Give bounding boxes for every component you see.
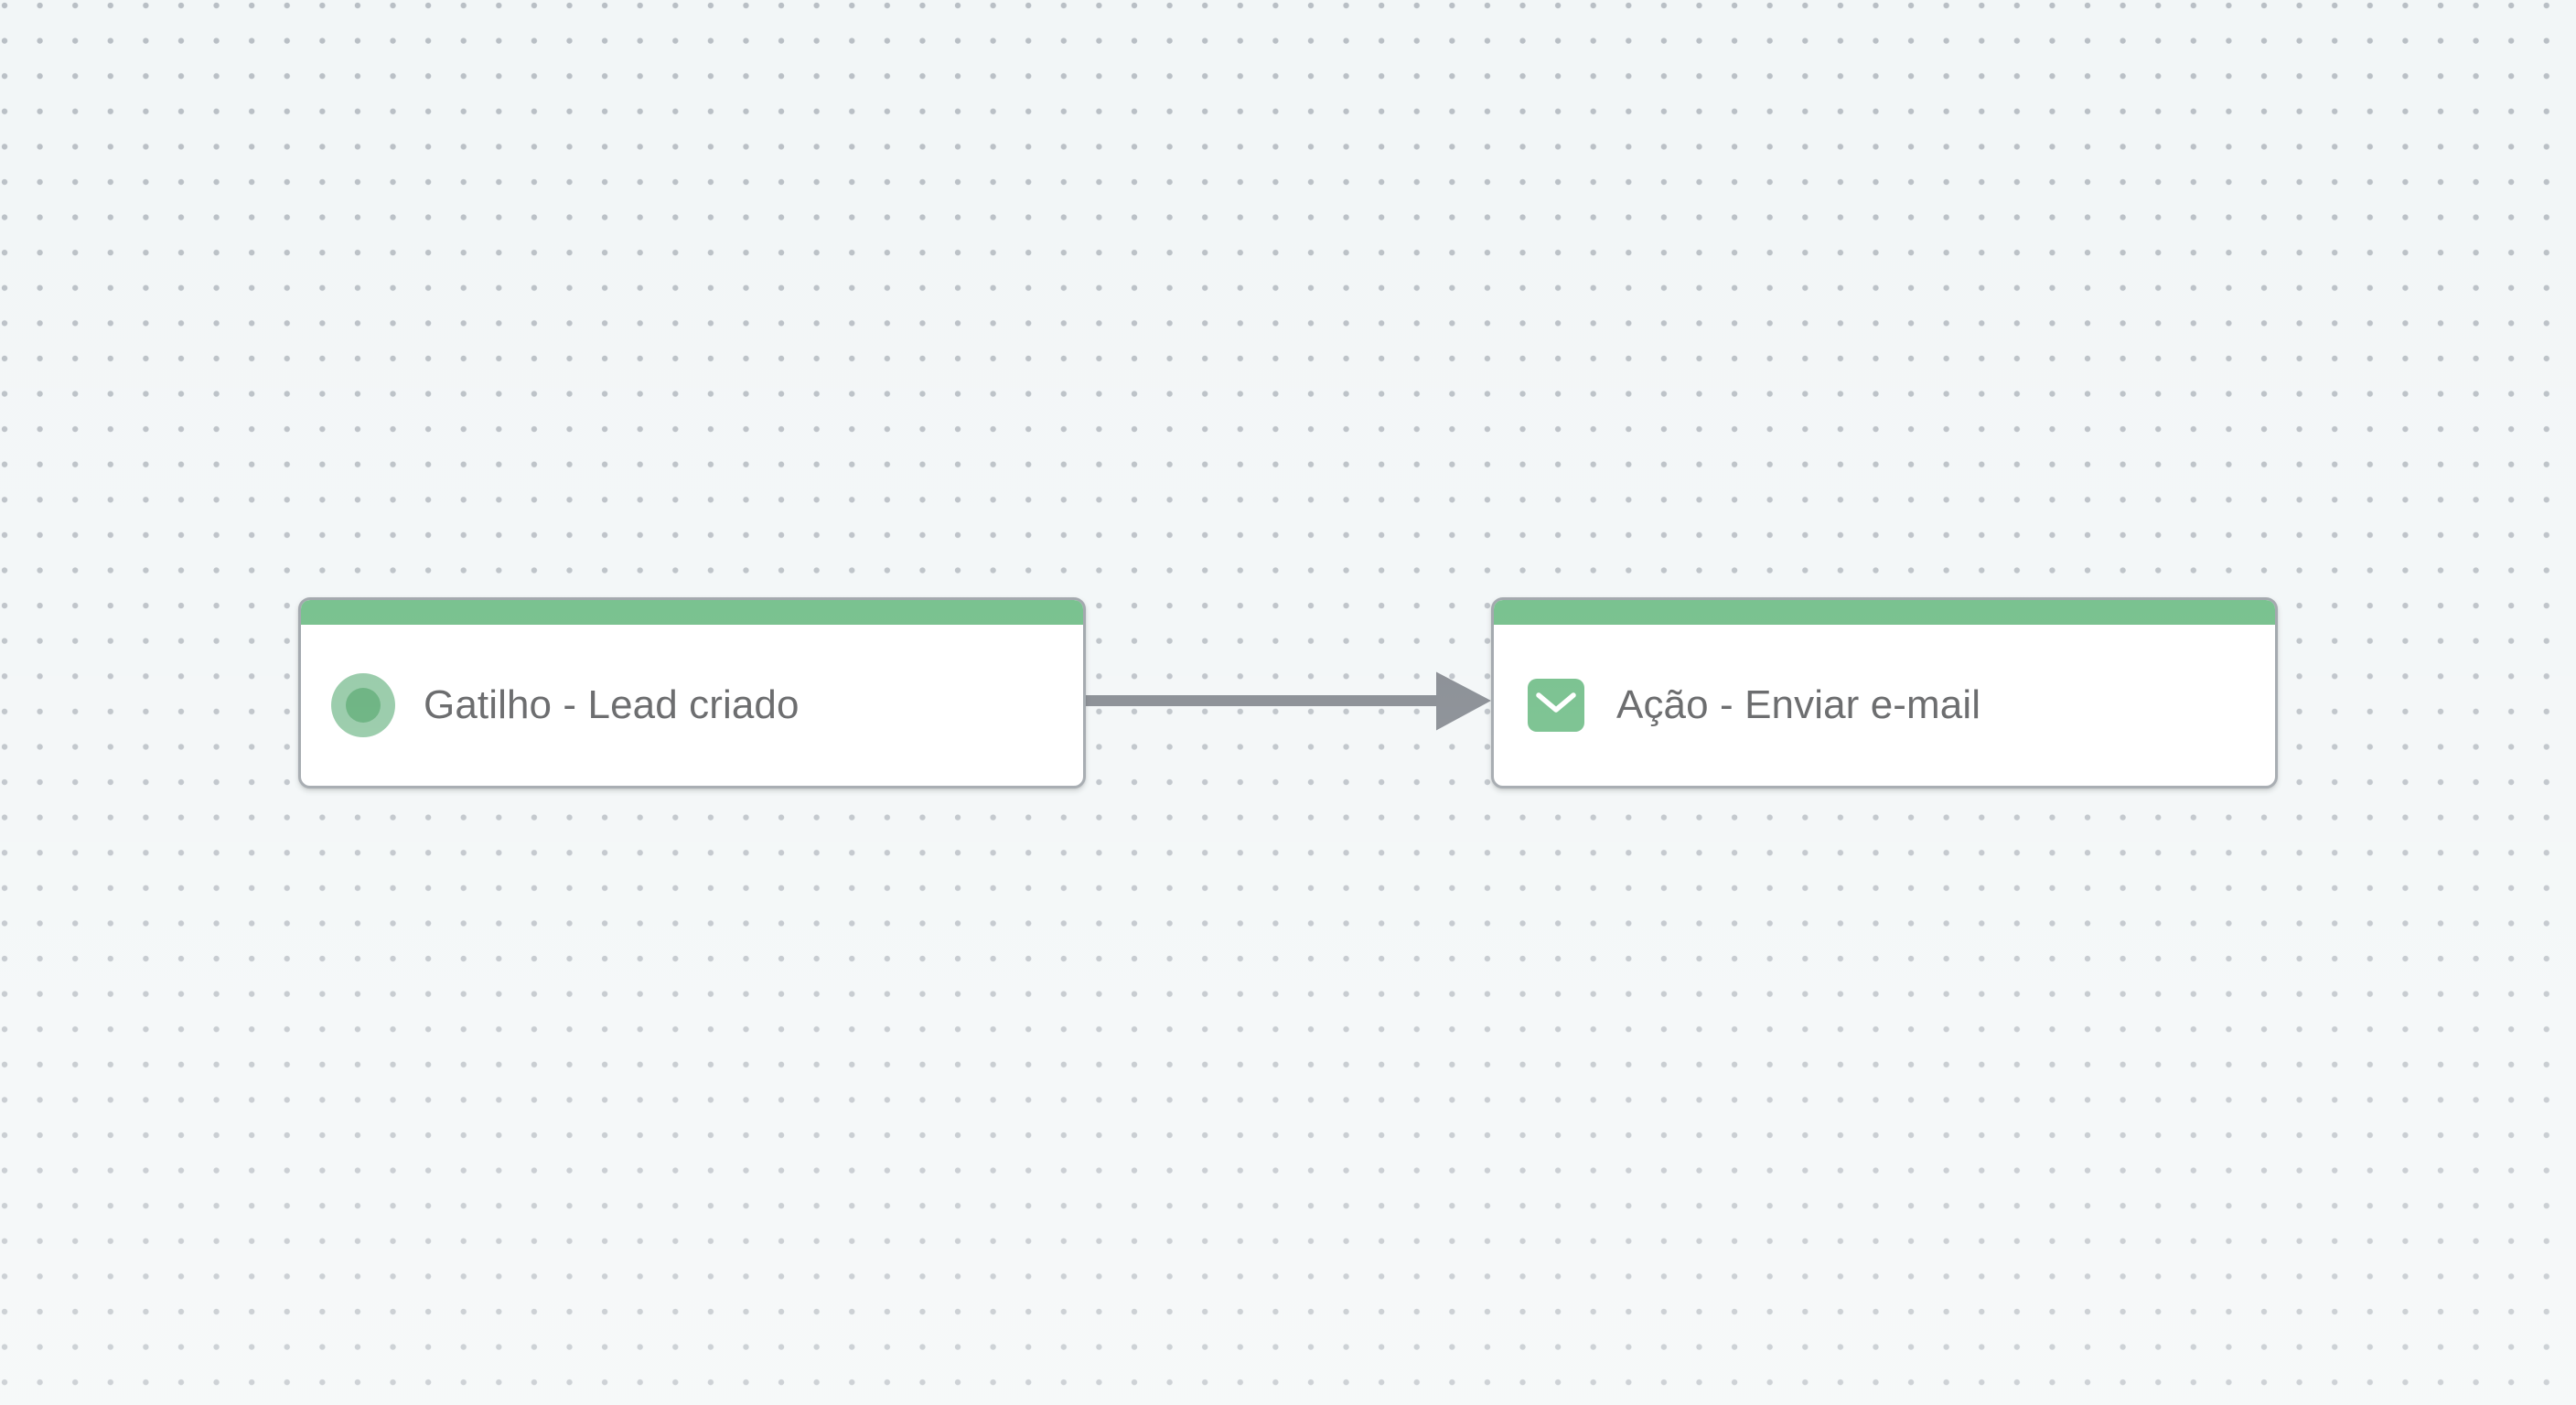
node-accent-bar	[1494, 600, 2275, 625]
flow-node-action[interactable]: Ação - Enviar e-mail	[1491, 597, 2278, 788]
envelope-icon	[1523, 672, 1589, 738]
radio-dot-outer-ring	[331, 673, 395, 737]
node-body: Gatilho - Lead criado	[301, 625, 1083, 786]
edge-arrowhead-icon	[1436, 671, 1491, 731]
edge-trigger-to-action[interactable]	[1086, 671, 1491, 731]
flow-node-trigger[interactable]: Gatilho - Lead criado	[298, 597, 1086, 788]
node-accent-bar	[301, 600, 1083, 625]
flow-node-trigger-label: Gatilho - Lead criado	[424, 682, 800, 727]
node-body: Ação - Enviar e-mail	[1494, 625, 2275, 786]
edge-shaft	[1086, 695, 1436, 706]
radio-dot-inner-fill	[346, 688, 381, 723]
flow-node-action-label: Ação - Enviar e-mail	[1616, 682, 1981, 727]
envelope-flap-glyph	[1536, 692, 1576, 713]
radio-dot-icon	[330, 672, 396, 738]
envelope-icon-background	[1528, 679, 1584, 732]
